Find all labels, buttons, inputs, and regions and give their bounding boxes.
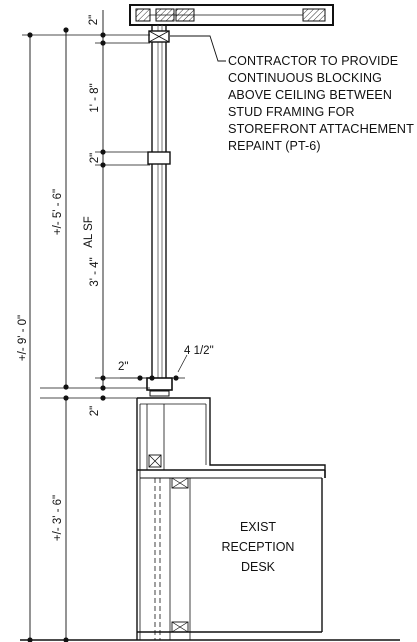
desk-label-line: RECEPTION: [222, 540, 295, 554]
sill-depth-dim: 4 1/2": [184, 345, 214, 357]
reception-desk: [20, 397, 400, 641]
note-line: STOREFRONT ATTACHEMENT: [228, 122, 414, 136]
sill-gap-dim: 2": [118, 361, 128, 373]
note-line: CONTRACTOR TO PROVIDE: [228, 54, 398, 68]
desk-height-dim: +/- 3' - 6": [52, 495, 64, 541]
desk-label-line: DESK: [241, 560, 276, 574]
top-gap-dim: 2": [88, 15, 100, 25]
desk-label: EXIST RECEPTION DESK: [222, 520, 295, 574]
base-shim-dim: 2": [89, 406, 101, 416]
desk-label-line: EXIST: [240, 520, 276, 534]
mid-mullion-dim: 2": [89, 153, 101, 163]
dimension-lines: [22, 10, 226, 642]
lower-segment-dim: 3' - 4": [89, 257, 101, 286]
note-line: ABOVE CEILING BETWEEN: [228, 88, 392, 102]
storefront-frame: [146, 25, 173, 397]
note-line: REPAINT (PT-6): [228, 139, 321, 153]
ceiling-header-beam: [129, 4, 334, 26]
blocking-note: CONTRACTOR TO PROVIDE CONTINUOUS BLOCKIN…: [228, 54, 414, 153]
note-line: STUD FRAMING FOR: [228, 105, 355, 119]
storefront-type-label: AL SF: [83, 216, 95, 248]
note-line: CONTINUOUS BLOCKING: [228, 71, 382, 85]
intermediate-mullion: [147, 151, 171, 165]
overall-height-dim: +/- 9' - 0": [17, 315, 29, 361]
storefront-height-dim: +/- 5' - 6": [52, 189, 64, 235]
upper-segment-dim: 1' - 8": [89, 83, 101, 112]
